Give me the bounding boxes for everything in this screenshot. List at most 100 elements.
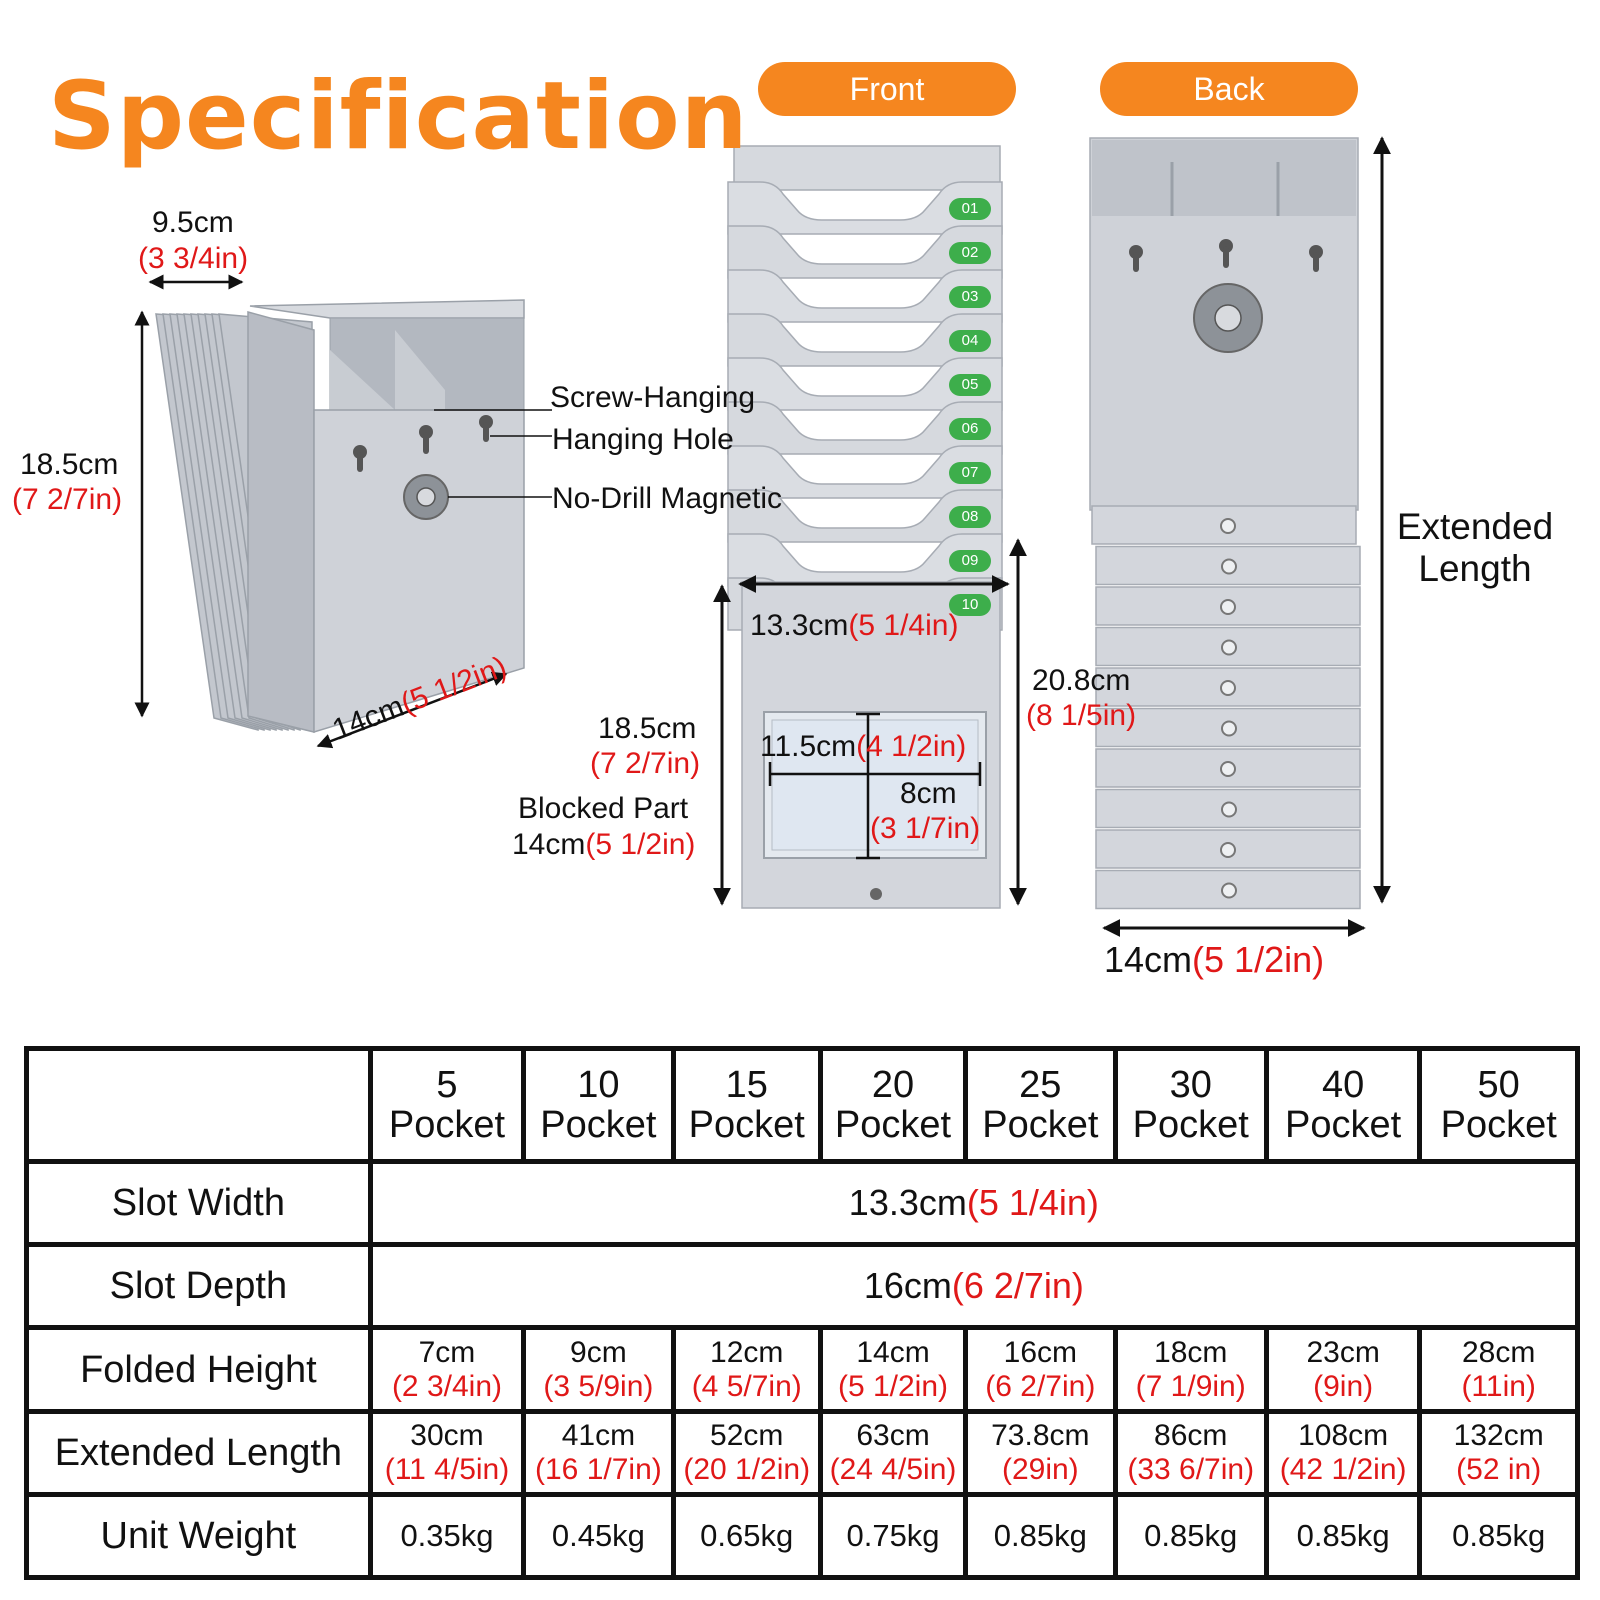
blocked-in: (5 1/2in): [585, 828, 696, 861]
pocket-number-badge: 03: [949, 286, 991, 308]
col-num: 20: [871, 1064, 915, 1107]
tab-back[interactable]: Back: [1100, 62, 1358, 116]
row-extended-length: Extended Length 30cm(11 4/5in) 41cm(16 1…: [24, 1408, 1580, 1497]
row-label: Slot Depth: [24, 1242, 373, 1331]
extended-label-line-1: Extended: [1396, 506, 1554, 547]
table-cell: 0.85kg: [1112, 1491, 1269, 1581]
value-cm: 18cm: [1154, 1335, 1228, 1369]
col-word: Pocket: [834, 1104, 952, 1147]
row-label: Unit Weight: [24, 1491, 373, 1581]
back-slat-hole: [1221, 558, 1237, 575]
callout-screw-hanging: Screw-Hanging: [550, 381, 756, 414]
table-cell: 30cm(11 4/5in): [367, 1408, 527, 1497]
table-corner-cell: [24, 1045, 373, 1165]
table-cell: 0.85kg: [1417, 1491, 1580, 1581]
value-cm: 73.8cm: [991, 1418, 1090, 1452]
table-cell: 86cm(33 6/7in): [1112, 1408, 1269, 1497]
value-in: (5 1/4in): [966, 1182, 1099, 1224]
table-cell: 18cm(7 1/9in): [1112, 1325, 1269, 1414]
front-width-label: 13.3cm(5 1/4in): [750, 609, 958, 643]
value-in: (24 4/5in): [829, 1452, 957, 1486]
col-word: Pocket: [688, 1104, 805, 1147]
pocket-number-badge: 04: [949, 330, 991, 352]
table-cell: 0.45kg: [521, 1491, 676, 1581]
row-label: Folded Height: [24, 1325, 373, 1414]
front-lower-height-cm: 18.5cm: [598, 712, 697, 745]
front-lower-height-in: (7 2/7in): [590, 747, 701, 780]
value-in: (11in): [1461, 1369, 1536, 1403]
pocket-number-badge: 07: [949, 462, 991, 484]
col-num: 40: [1321, 1064, 1365, 1107]
pocket-slot: [727, 489, 1003, 543]
col-word: Pocket: [1285, 1104, 1402, 1147]
table-cell: 9cm(3 5/9in): [521, 1325, 676, 1414]
slot-depth-value: 16cm(6 2/7in): [367, 1242, 1581, 1331]
extended-label-line-2: Length: [1418, 548, 1532, 589]
value-in: (9in): [1313, 1369, 1374, 1403]
back-slat-hole: [1220, 761, 1236, 777]
value-cm: 9cm: [570, 1335, 627, 1369]
back-slat-stack: [1091, 505, 1361, 910]
table-cell: 52cm(20 1/2in): [670, 1408, 823, 1497]
pocket-slot: [727, 181, 1003, 235]
pocket-slot: [727, 445, 1003, 499]
value-in: (5 1/2in): [837, 1369, 949, 1403]
front-view-drawing: [713, 145, 1027, 909]
table-cell: 132cm(52 in): [1417, 1408, 1580, 1497]
pocket-slot: [727, 269, 1003, 323]
pocket-number-badge: 02: [949, 242, 991, 264]
pocket-number-badge: 10: [949, 594, 991, 616]
value-cm: 132cm: [1453, 1418, 1544, 1452]
side-height-cm: 20.8cm: [1032, 664, 1131, 697]
front-width-in: (5 1/4in): [848, 609, 959, 642]
table-cell: 41cm(16 1/7in): [521, 1408, 676, 1497]
window-height-in: (4 1/2in): [856, 730, 967, 763]
pocket-slot: [727, 357, 1003, 411]
top-width-cm: 9.5cm: [152, 206, 234, 239]
side-height-in: (8 1/5in): [1026, 699, 1137, 732]
back-slat-hole: [1221, 639, 1237, 656]
col-num: 15: [725, 1064, 768, 1107]
value-in: (7 1/9in): [1135, 1369, 1246, 1403]
col-num: 50: [1477, 1064, 1520, 1107]
back-slat: [1095, 829, 1361, 869]
folded-organizer-drawing: [134, 274, 552, 749]
row-folded-height: Folded Height 7cm(2 3/4in) 9cm(3 5/9in) …: [24, 1325, 1580, 1414]
value-cm: 13.3cm: [848, 1182, 967, 1224]
col-num: 25: [1019, 1064, 1062, 1107]
pocket-number-badge: 05: [949, 374, 991, 396]
window-width-cm: 8cm: [900, 777, 957, 810]
product-illustration: [134, 136, 1391, 937]
back-slat-hole: [1220, 599, 1236, 615]
col-word: Pocket: [1440, 1104, 1557, 1147]
col-word: Pocket: [1132, 1104, 1249, 1147]
value-in: (6 2/7in): [951, 1265, 1084, 1307]
pocket-number-badge: 09: [949, 550, 991, 572]
table-cell: 16cm(6 2/7in): [963, 1325, 1118, 1414]
col-num: 30: [1169, 1064, 1212, 1107]
back-width-label: 14cm(5 1/2in): [1104, 940, 1324, 980]
value-in: (20 1/2in): [683, 1452, 811, 1486]
table-cell: 63cm(24 4/5in): [817, 1408, 969, 1497]
tab-front[interactable]: Front: [758, 62, 1016, 116]
value-in: (29in): [1001, 1452, 1079, 1486]
table-cell: 0.85kg: [1263, 1491, 1423, 1581]
extended-length-label: Extended Length: [1390, 506, 1560, 590]
window-height-label: 11.5cm(4 1/2in): [760, 730, 966, 764]
blocked-cm: 14cm: [512, 828, 586, 861]
table-cell: 0.75kg: [817, 1491, 969, 1581]
pocket-slot: [727, 313, 1003, 367]
callout-hanging-hole: Hanging Hole: [552, 423, 734, 456]
value-cm: 14cm: [856, 1335, 930, 1369]
back-view-drawing: [1089, 136, 1391, 937]
blocked-part-size: 14cm(5 1/2in): [512, 828, 695, 862]
row-slot-width: Slot Width 13.3cm(5 1/4in): [24, 1159, 1581, 1248]
blocked-part-label: Blocked Part: [518, 792, 689, 825]
